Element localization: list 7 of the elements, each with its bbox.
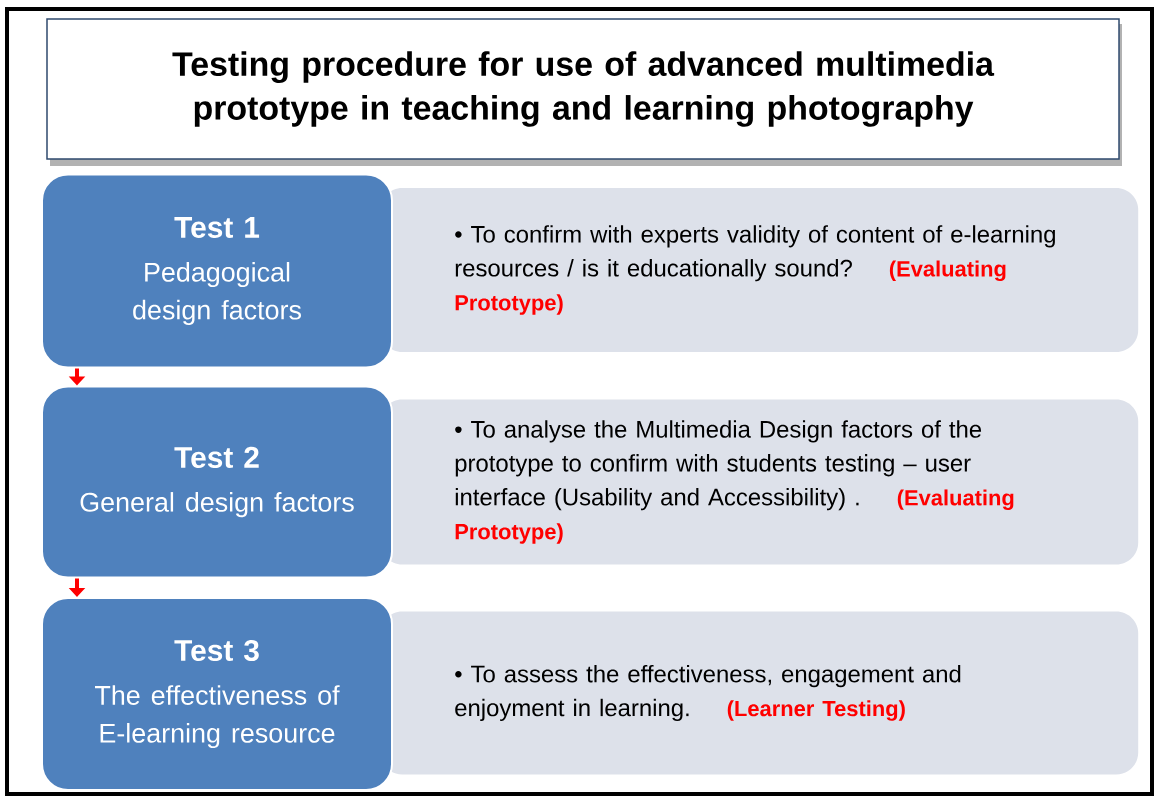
description-box: • To analyse the Multimedia Design factors of the prototype to confirm with students testing – user interface (Usability and Accessibility) . (Evaluating Prototype): [380, 399, 1139, 565]
title-box: Testing procedure for use of advanced multimedia prototype in teaching and learning photography: [46, 18, 1122, 166]
test-box: Test 1 Pedagogical design factors: [41, 173, 393, 369]
test-box: Test 3 The effectiveness of E-learning resource: [41, 597, 393, 791]
description-box: • To assess the effectiveness, engagement and enjoyment in learning. (Learner Testing): [380, 611, 1139, 775]
test-box: Test 2 General design factors: [41, 385, 393, 579]
description-box: • To confirm with experts validity of content of e-learning resources / is it educationally sound? (Evaluating Prototype): [380, 188, 1139, 352]
